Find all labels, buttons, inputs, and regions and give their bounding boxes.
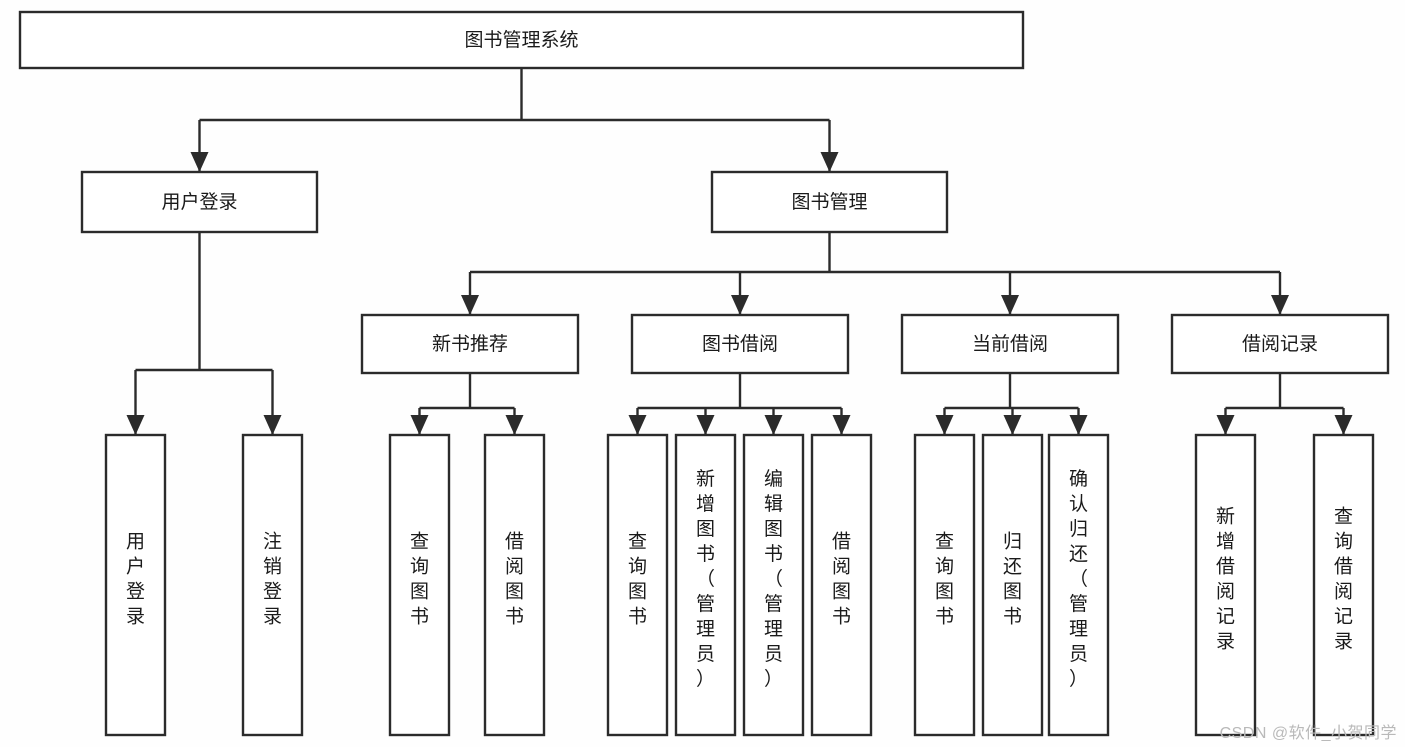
arrow-head-icon [820, 152, 839, 172]
node-box-book-manage [710, 170, 949, 234]
node-label-leaf-user-login: 用户登录 [126, 532, 145, 628]
node-borrow-record[interactable]: 借阅记录 [1170, 313, 1390, 375]
arrow-head-icon [190, 152, 209, 172]
node-box-borrow-record [1170, 313, 1390, 375]
node-box-book-borrow [630, 313, 850, 375]
arrow-head-icon [1271, 295, 1289, 315]
arrow-head-icon [505, 415, 524, 435]
node-label-leaf-logout: 注销登录 [263, 531, 282, 628]
node-label-leaf-query-record: 查询借阅记录 [1334, 506, 1353, 653]
node-label-current-borrow: 当前借阅 [972, 333, 1048, 355]
node-box-leaf-add-book [674, 433, 737, 737]
arrow-head-icon [696, 415, 715, 435]
node-leaf-query-book-3[interactable]: 查询图书 [913, 433, 976, 737]
node-user-login[interactable]: 用户登录 [80, 170, 319, 234]
node-new-book-recommend[interactable]: 新书推荐 [360, 313, 580, 375]
node-label-new-book-recommend: 新书推荐 [432, 333, 508, 355]
node-book-borrow[interactable]: 图书借阅 [630, 313, 850, 375]
arrow-head-icon [1003, 415, 1022, 435]
arrow-head-icon [461, 295, 479, 315]
connector-group-borrow-record [1216, 373, 1353, 435]
node-leaf-borrow-book-2[interactable]: 借阅图书 [810, 433, 873, 737]
node-leaf-logout[interactable]: 注销登录 [241, 433, 304, 737]
node-leaf-user-login[interactable]: 用户登录 [104, 433, 167, 737]
node-label-leaf-borrow-book-1: 借阅图书 [505, 531, 524, 628]
arrow-head-icon [628, 415, 647, 435]
node-box-current-borrow [900, 313, 1120, 375]
node-label-user-login: 用户登录 [161, 191, 237, 213]
node-label-leaf-add-book: 新增图书（管理员） [696, 468, 715, 690]
node-box-leaf-logout [241, 433, 304, 737]
arrow-head-icon [1334, 415, 1353, 435]
arrow-head-icon [1216, 415, 1235, 435]
arrow-head-icon [126, 415, 145, 435]
node-leaf-query-record[interactable]: 查询借阅记录 [1312, 433, 1375, 737]
node-box-root [18, 10, 1025, 70]
arrow-head-icon [1001, 295, 1019, 315]
node-leaf-borrow-book-1[interactable]: 借阅图书 [483, 433, 546, 737]
node-label-leaf-return-book: 归还图书 [1003, 531, 1022, 628]
node-leaf-confirm-return[interactable]: 确认归还（管理员） [1047, 433, 1110, 737]
node-box-leaf-query-book-3 [913, 433, 976, 737]
node-label-leaf-query-book-3: 查询图书 [935, 531, 954, 628]
node-leaf-edit-book[interactable]: 编辑图书（管理员） [742, 433, 805, 737]
node-leaf-add-book[interactable]: 新增图书（管理员） [674, 433, 737, 737]
node-book-manage[interactable]: 图书管理 [710, 170, 949, 234]
arrow-head-icon [832, 415, 851, 435]
arrow-head-icon [935, 415, 954, 435]
arrow-head-icon [1069, 415, 1088, 435]
node-root[interactable]: 图书管理系统 [18, 10, 1025, 70]
connector-group-user-login [126, 232, 282, 435]
node-box-user-login [80, 170, 319, 234]
node-label-leaf-query-book-2: 查询图书 [628, 531, 647, 628]
node-label-book-manage: 图书管理 [791, 191, 867, 213]
node-box-leaf-user-login [104, 433, 167, 737]
connectors-layer [126, 68, 1353, 435]
node-label-leaf-confirm-return: 确认归还（管理员） [1069, 468, 1088, 690]
connector-group-book-manage [461, 232, 1289, 315]
node-label-borrow-record: 借阅记录 [1242, 333, 1318, 355]
arrow-head-icon [764, 415, 783, 435]
connector-group-new-book-recommend [410, 373, 524, 435]
node-label-book-borrow: 图书借阅 [702, 333, 778, 355]
node-box-new-book-recommend [360, 313, 580, 375]
node-box-leaf-borrow-book-2 [810, 433, 873, 737]
node-label-leaf-edit-book: 编辑图书（管理员） [764, 468, 783, 690]
node-label-root: 图书管理系统 [464, 29, 578, 51]
node-leaf-query-book-1[interactable]: 查询图书 [388, 433, 451, 737]
node-leaf-return-book[interactable]: 归还图书 [981, 433, 1044, 737]
node-box-leaf-add-record [1194, 433, 1257, 737]
node-box-leaf-query-record [1312, 433, 1375, 737]
node-label-leaf-add-record: 新增借阅记录 [1216, 506, 1235, 653]
arrow-head-icon [410, 415, 429, 435]
nodes-layer: 图书管理系统用户登录图书管理新书推荐图书借阅当前借阅借阅记录用户登录注销登录查询… [18, 10, 1390, 737]
node-label-leaf-query-book-1: 查询图书 [410, 531, 429, 628]
arrow-head-icon [263, 415, 282, 435]
node-box-leaf-confirm-return [1047, 433, 1110, 737]
node-leaf-add-record[interactable]: 新增借阅记录 [1194, 433, 1257, 737]
node-box-leaf-query-book-2 [606, 433, 669, 737]
connector-group-current-borrow [935, 373, 1088, 435]
node-box-leaf-borrow-book-1 [483, 433, 546, 737]
connector-group-book-borrow [628, 373, 851, 435]
node-box-leaf-query-book-1 [388, 433, 451, 737]
node-label-leaf-borrow-book-2: 借阅图书 [832, 531, 851, 628]
arrow-head-icon [731, 295, 749, 315]
node-current-borrow[interactable]: 当前借阅 [900, 313, 1120, 375]
node-leaf-query-book-2[interactable]: 查询图书 [606, 433, 669, 737]
node-box-leaf-edit-book [742, 433, 805, 737]
connector-group-root [190, 68, 839, 172]
node-box-leaf-return-book [981, 433, 1044, 737]
